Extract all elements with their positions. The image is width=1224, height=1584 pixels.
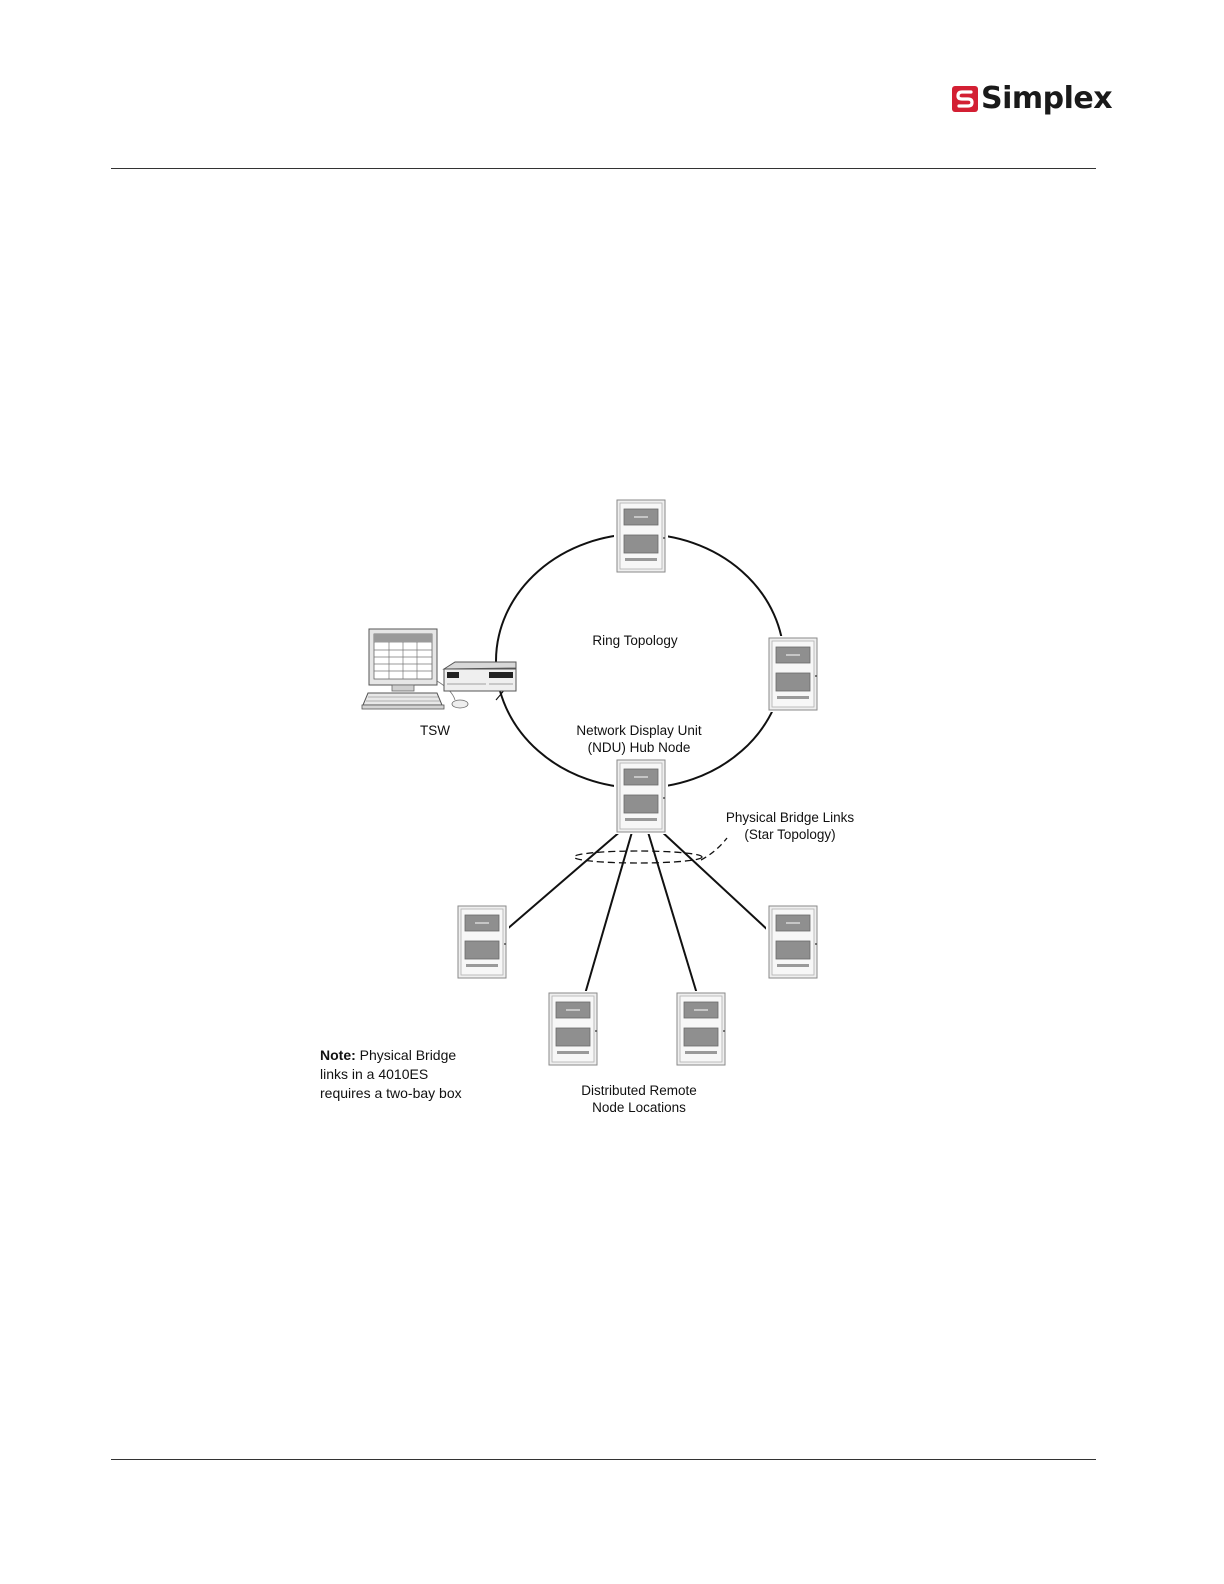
remote-node-bottom-left bbox=[546, 991, 600, 1067]
bridge-label-line2: (Star Topology) bbox=[720, 826, 860, 843]
tsw-label: TSW bbox=[410, 722, 460, 739]
remote-node-right bbox=[766, 904, 820, 980]
note-text: Note: Physical Bridge links in a 4010ES … bbox=[320, 1046, 462, 1103]
remote-node-left bbox=[455, 904, 509, 980]
note-line3: requires a two-bay box bbox=[320, 1084, 462, 1103]
bridge-links-dashed-oval bbox=[574, 851, 702, 863]
footer-rule bbox=[111, 1459, 1096, 1460]
ring-node-top bbox=[614, 498, 668, 574]
hub-label-line1: Network Display Unit bbox=[569, 722, 709, 739]
remote-node-bottom-right bbox=[674, 991, 728, 1067]
ring-topology-label: Ring Topology bbox=[583, 632, 687, 649]
bridge-label-line1: Physical Bridge Links bbox=[720, 809, 860, 826]
note-bold: Note: bbox=[320, 1047, 356, 1063]
star-links bbox=[506, 830, 770, 994]
tsw-workstation-icon bbox=[362, 629, 516, 709]
ndu-hub-node bbox=[614, 758, 668, 834]
note-line2: links in a 4010ES bbox=[320, 1065, 462, 1084]
ring-node-right bbox=[766, 636, 820, 712]
remote-label-line2: Node Locations bbox=[569, 1099, 709, 1116]
note-line1: Physical Bridge bbox=[356, 1047, 456, 1063]
remote-label-line1: Distributed Remote bbox=[569, 1082, 709, 1099]
hub-label-line2: (NDU) Hub Node bbox=[569, 739, 709, 756]
